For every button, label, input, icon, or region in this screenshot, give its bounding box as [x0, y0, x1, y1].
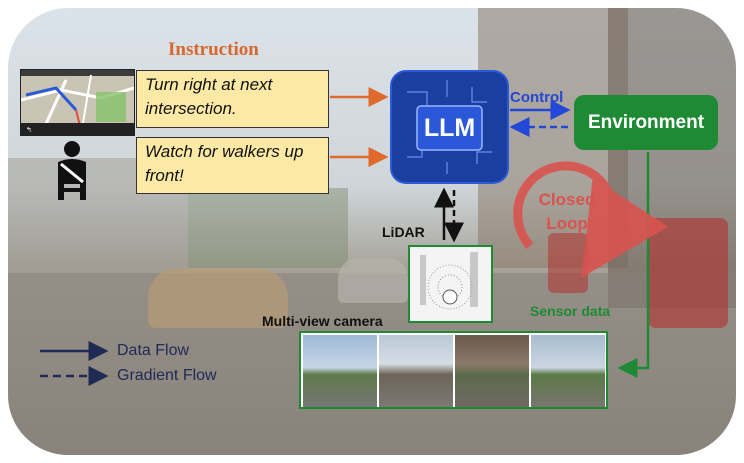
camera-view-2	[379, 335, 453, 407]
llm-label: LLM	[423, 113, 476, 142]
instruction-text-1: Turn right at next intersection.	[145, 75, 273, 118]
legend-data-flow: Data Flow	[117, 342, 190, 359]
lidar-label: LiDAR	[382, 224, 425, 240]
navigation-map-image: ↰	[20, 69, 135, 136]
multi-view-camera-strip	[299, 331, 608, 409]
sensor-data-label: Sensor data	[530, 303, 611, 319]
instruction-text-2: Watch for walkers up front!	[145, 142, 304, 185]
instruction-title: Instruction	[168, 39, 259, 60]
camera-view-1	[303, 335, 377, 407]
driver-seatbelt-icon	[52, 140, 92, 202]
closed-loop-label: Closed Loop	[538, 190, 596, 233]
instruction-box-2: Watch for walkers up front!	[136, 137, 329, 194]
svg-text:↰: ↰	[26, 126, 32, 134]
camera-view-4	[531, 335, 605, 407]
sensor-data-arrow	[617, 152, 650, 378]
lidar-point-cloud-image	[408, 245, 493, 323]
control-label: Control	[510, 89, 564, 106]
camera-view-3	[455, 335, 529, 407]
closed-loop-icon	[513, 161, 669, 278]
llm-chip-icon: LLM	[392, 72, 507, 182]
instruction-box-1: Turn right at next intersection.	[136, 70, 329, 128]
environment-box: Environment	[574, 95, 718, 150]
camera-label: Multi-view camera	[262, 313, 383, 329]
legend-gradient-flow: Gradient Flow	[117, 367, 217, 384]
